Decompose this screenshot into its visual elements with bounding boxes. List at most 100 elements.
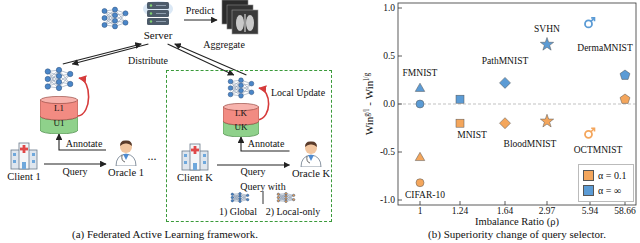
- graphic-part: [150, 4, 152, 6]
- connector: [44, 163, 106, 164]
- graphic-part: [22, 162, 26, 169]
- graphic-part: [68, 71, 73, 76]
- graphic-part: [591, 18, 594, 21]
- graphic-part: [102, 8, 107, 13]
- dataset-label: CIFAR-10: [405, 190, 445, 200]
- graphic-part: [123, 11, 128, 16]
- node-label: UK: [235, 123, 248, 133]
- axis-title: Imbalance Ratio (ρ): [475, 216, 559, 228]
- dataset-label: BloodMNIST: [504, 139, 557, 149]
- axis-title: Wing/l-Winl/g: [359, 73, 377, 136]
- panel-caption: (a) Federated Active Learning framework.: [72, 228, 258, 240]
- arrow-label: Local Update: [271, 87, 325, 98]
- graphic-part: [40, 96, 77, 103]
- panel-caption: (b) Superiority change of query selector…: [428, 228, 606, 240]
- graphic-part: [45, 84, 50, 89]
- arrow-label: Annotate: [248, 138, 285, 149]
- axis-title-part: -: [363, 102, 375, 106]
- graphic-part: [540, 114, 553, 127]
- graphic-part: [112, 13, 117, 18]
- graphic-part: [150, 12, 152, 14]
- ellipsis: ...: [148, 150, 157, 163]
- graphic-part: [13, 160, 16, 163]
- graphic-part: [239, 198, 241, 200]
- graphic-part: [120, 140, 132, 146]
- graphic-part: [591, 128, 595, 132]
- graphic-part: [277, 200, 279, 202]
- graphic-part: [156, 13, 166, 14]
- graphic-part: [398, 200, 402, 201]
- local-update-loop: [258, 88, 269, 120]
- connector: [59, 134, 106, 150]
- server-icon: [142, 0, 174, 28]
- node-label: Client 1: [7, 171, 41, 183]
- model-icon: [43, 64, 75, 94]
- graphic-part: [285, 195, 287, 197]
- graphic-part: [56, 79, 61, 84]
- local-update-loop: [78, 78, 89, 116]
- graphic-part: [247, 194, 249, 196]
- graphic-part: [249, 90, 254, 95]
- doctor-icon: [111, 136, 141, 166]
- graphic-part: [585, 131, 592, 138]
- hospital-icon: [9, 140, 39, 170]
- graphic-part: [231, 200, 233, 202]
- network-icons: [102, 7, 128, 29]
- legend-box: α = 0.1α = ∞: [578, 164, 634, 202]
- client-node: Client 1: [4, 140, 44, 184]
- graphic-part: [112, 24, 117, 29]
- dataset-label: FMNIST: [403, 68, 438, 78]
- graphic-part: [32, 160, 35, 163]
- axis-title-part: Win: [363, 81, 375, 100]
- graphic-part: [147, 10, 169, 17]
- graphic-part: [143, 1, 173, 17]
- graphic-part: [19, 143, 29, 169]
- graphic-part: [245, 14, 246, 32]
- graphic-part: [239, 78, 244, 83]
- graphic-part: [305, 142, 317, 154]
- graphic-part: [305, 141, 317, 147]
- oracle-node: Oracle K: [290, 137, 333, 181]
- arrow-label: Query: [63, 166, 88, 177]
- graphic-part: [232, 10, 258, 34]
- node-label: L1: [54, 104, 64, 114]
- axis-superscript: l/g: [362, 73, 371, 81]
- tick-label: -1.0: [380, 195, 395, 205]
- node-label: Oracle K: [292, 168, 330, 180]
- arrow-label: Distribute: [128, 55, 168, 66]
- model-icon: [226, 75, 256, 101]
- graphic-part: [120, 141, 132, 153]
- graphic-part: [460, 201, 461, 205]
- tick-label: -0.5: [380, 147, 395, 157]
- node-label: Query with: [240, 180, 285, 191]
- graphic-part: [228, 79, 233, 84]
- legend-row: α = 0.1: [583, 168, 629, 183]
- graphic-part: [293, 194, 295, 196]
- predict-arrow: [184, 19, 217, 20]
- graphic-part: [32, 153, 35, 156]
- axis-title-part: Win: [363, 117, 375, 136]
- graphic-part: [20, 148, 28, 151]
- doctor-icon: [296, 137, 326, 167]
- xray-images: [222, 0, 258, 34]
- client-data-pool: LKUK: [223, 75, 259, 137]
- separator: [262, 191, 264, 204]
- legend-swatch: [583, 185, 594, 196]
- graphic-part: [184, 154, 187, 157]
- graphic-part: [239, 200, 241, 202]
- oracle-node: Oracle 1: [106, 136, 146, 180]
- graphic-part: [231, 196, 233, 198]
- graphic-part: [585, 20, 592, 27]
- dataset-label: SVHN: [534, 24, 560, 34]
- graphic-part: [540, 37, 553, 50]
- graphic-part: [416, 100, 424, 108]
- graphic-part: [500, 77, 511, 88]
- graphic-part: [184, 161, 187, 164]
- tick-label: 58.66: [614, 206, 635, 216]
- axis-superscript: g/l: [362, 109, 371, 117]
- graphic-part: [505, 201, 506, 205]
- graphic-part: [247, 198, 249, 200]
- server-node: Server: [134, 0, 182, 44]
- graphic-part: [203, 154, 206, 157]
